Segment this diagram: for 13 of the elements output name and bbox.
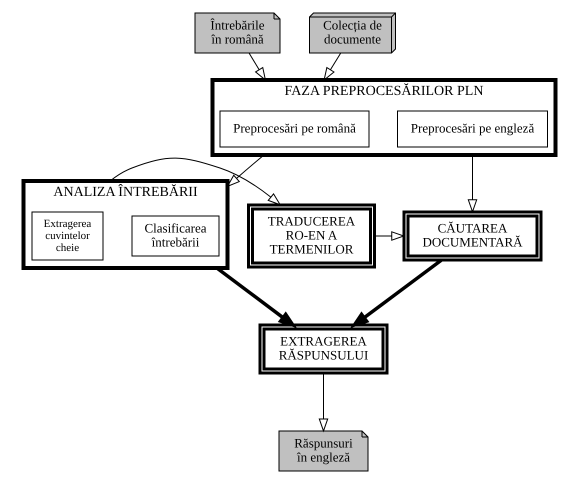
- node-box: Preprocesări pe română: [220, 110, 370, 147]
- arrow: [374, 230, 406, 240]
- arrow: [468, 154, 478, 213]
- node-box: CĂUTAREA DOCUMENTARĂ: [402, 210, 542, 261]
- arrow: [110, 157, 282, 206]
- node-box: EXTRAGEREA RĂSPUNSULUI: [258, 323, 388, 374]
- arrow: [248, 52, 266, 81]
- node-box: Clasificarea întrebării: [132, 215, 220, 256]
- node-box: Preprocesări pe engleză: [397, 110, 548, 147]
- node-box: TRADUCEREA RO-EN A TERMENILOR: [247, 203, 376, 268]
- node-box: Extragerea cuvintelor cheie: [32, 211, 104, 260]
- arrow: [323, 52, 342, 81]
- arrow: [318, 372, 328, 432]
